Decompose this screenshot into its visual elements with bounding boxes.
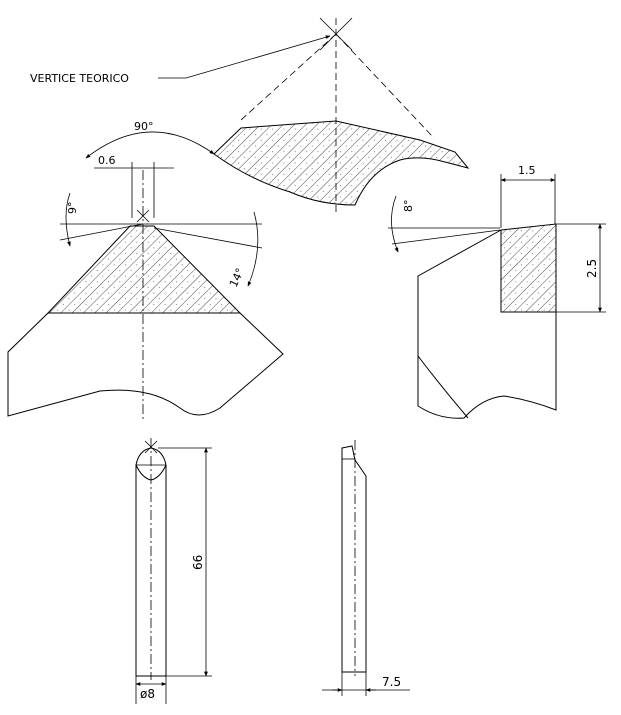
front-view: 90° 0.6 9° 14° — [7, 120, 284, 420]
construction-line-left — [240, 33, 337, 121]
front-hatched-section — [46, 225, 242, 314]
top-view: VERTICE TEORICO — [30, 17, 470, 212]
angle-14-line — [153, 227, 263, 249]
angle-9-label: 9° — [66, 202, 79, 215]
angle-9-arc — [65, 192, 71, 247]
thickness-label: 7.5 — [382, 675, 401, 689]
tip-cross-b — [136, 209, 150, 223]
top-hatched-section — [213, 120, 470, 206]
diameter-label: ø8 — [140, 687, 155, 701]
length-66-label: 66 — [191, 555, 205, 570]
angle-90-label: 90° — [134, 120, 154, 133]
side-view: 8° 1.5 2.5 — [388, 164, 606, 419]
vertex-leader — [158, 35, 331, 79]
profile-view: 7.5 — [322, 440, 410, 696]
side-body-curve — [417, 355, 469, 419]
width-1.5-label: 1.5 — [518, 164, 536, 177]
profile-outline — [341, 445, 367, 673]
cyl-tip-cross-b — [144, 440, 158, 454]
angle-14-label: 14° — [227, 266, 247, 289]
vertex-cross-b — [319, 17, 353, 51]
angle-8-label: 8° — [402, 200, 415, 213]
height-2.5-label: 2.5 — [585, 259, 599, 278]
side-body-outline — [417, 229, 557, 419]
front-body-outline — [7, 312, 284, 417]
side-hatched-section — [500, 223, 557, 313]
angle-14-arc — [247, 211, 259, 287]
width-0.6-label: 0.6 — [98, 154, 116, 167]
vertex-label: VERTICE TEORICO — [30, 72, 129, 85]
angle-8-arc — [391, 195, 399, 253]
angle-arc-90 — [85, 131, 215, 159]
angle-8-line-b — [391, 229, 501, 245]
cylinder-view: 66 ø8 — [135, 438, 212, 704]
construction-line-right — [335, 33, 433, 137]
